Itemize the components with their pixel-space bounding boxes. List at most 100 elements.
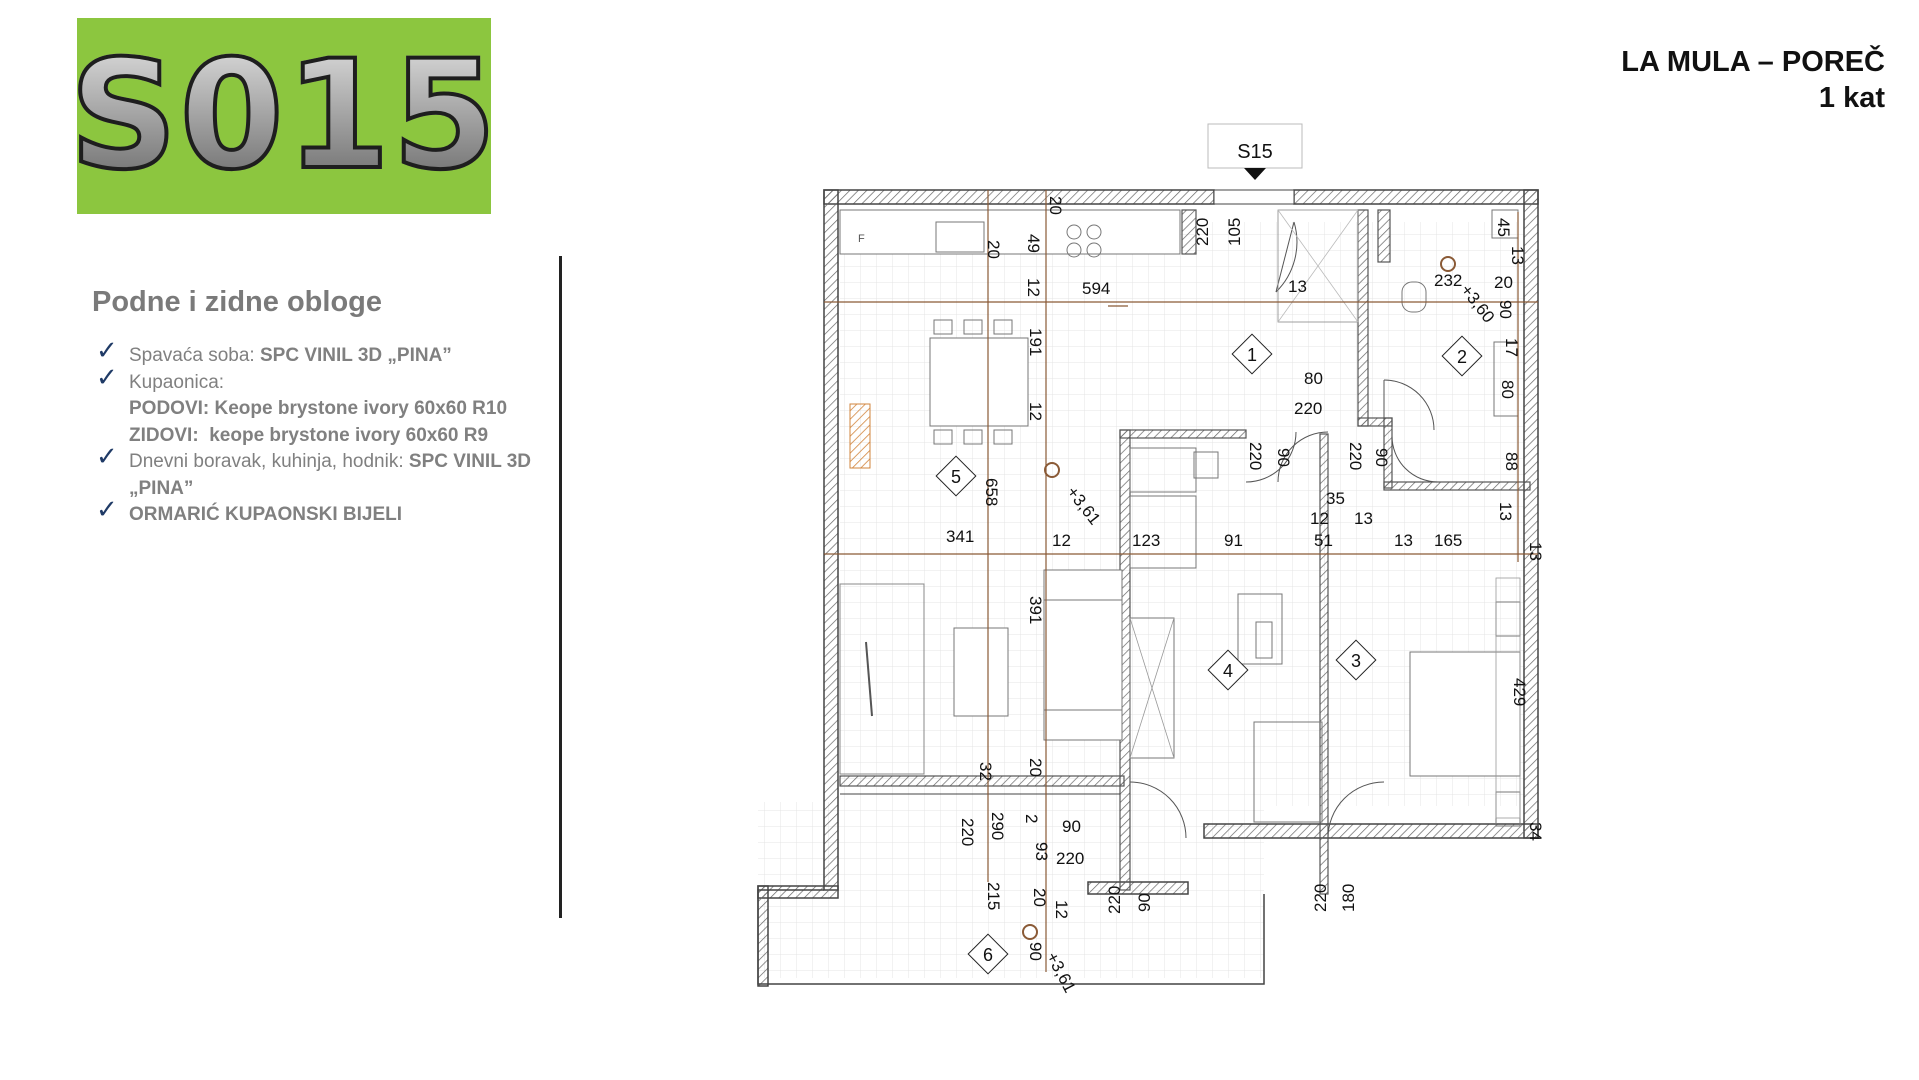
room-number-5: 5 [951, 467, 961, 487]
unit-tag: S15 [1207, 123, 1303, 180]
dim: 45 [1494, 218, 1513, 237]
kitchen-counter [839, 209, 1181, 255]
dim: 12 [1052, 900, 1071, 919]
dim: 17 [1502, 338, 1521, 357]
dim: 220 [1311, 884, 1330, 912]
checkmark-icon: ✓ [96, 361, 118, 392]
dim: 20 [1030, 888, 1049, 907]
dim: 90 [1274, 448, 1293, 467]
finish-sub-label: ZIDOVI: [129, 424, 199, 446]
finish-item-bedroom: ✓ Spavaća soba: SPC VINIL 3D „PINA” [96, 337, 566, 370]
dim: 32 [976, 762, 995, 781]
checkmark-icon: ✓ [96, 441, 118, 471]
location-title: LA MULA – POREČ [1621, 46, 1885, 78]
floor-label: 1 kat [1818, 82, 1885, 114]
finish-item-living: ✓ Dnevni boravak, kuhinja, hodnik: SPC V… [96, 443, 566, 502]
unit-badge-text: S015 [67, 29, 499, 203]
dim: 290 [988, 812, 1007, 840]
dim: 13 [1496, 502, 1515, 521]
finish-sub-value: : Keope brystone ivory 60x60 R10 [202, 398, 508, 419]
dimension-lines [824, 190, 1538, 972]
sofa [1043, 569, 1123, 741]
dim: 180 [1339, 884, 1358, 912]
dim: 232 [1434, 271, 1462, 290]
dim: 13 [1508, 246, 1527, 265]
dim: 429 [1510, 678, 1529, 706]
dim: 220 [1294, 399, 1322, 418]
dim: 2 [1022, 814, 1041, 823]
dim: 165 [1434, 531, 1462, 550]
exterior-walls [757, 189, 1539, 987]
svg-text:F: F [858, 233, 865, 245]
bed [1409, 651, 1521, 777]
dim: 90 [1026, 942, 1045, 961]
dim: 105 [1225, 218, 1244, 246]
dim: 12 [1026, 402, 1045, 421]
finish-item-cabinet: ✓ ORMARIĆ KUPAONSKI BIJELI [96, 496, 566, 529]
dim: 13 [1394, 531, 1413, 550]
dim: 20 [1026, 758, 1045, 777]
interior-walls [839, 209, 1531, 895]
dim: 215 [984, 882, 1003, 910]
dim: 51 [1314, 531, 1333, 550]
dim: 90 [1062, 817, 1081, 836]
room-number-4: 4 [1223, 661, 1233, 681]
finishes-list: ✓ Spavaća soba: SPC VINIL 3D „PINA” ✓ Ku… [96, 337, 566, 529]
dim: 34 [1526, 822, 1545, 841]
checkmark-icon: ✓ [96, 494, 118, 524]
room-number-2: 2 [1457, 347, 1467, 367]
dim: 220 [1105, 886, 1124, 914]
location-header: LA MULA – POREČ 1 kat [1621, 44, 1885, 116]
finishes-title: Podne i zidne obloge [92, 286, 382, 318]
dim: 220 [1346, 442, 1365, 470]
unit-badge: S015 [67, 18, 499, 214]
dim: 220 [1193, 218, 1212, 246]
dim: 391 [1026, 596, 1045, 624]
dining-table [929, 337, 1029, 427]
dim: 13 [1288, 277, 1307, 296]
finish-value: SPC VINIL 3D „PINA” [259, 345, 452, 366]
dim: 93 [1032, 842, 1051, 861]
finish-sub-value: keope brystone ivory 60x60 R9 [209, 424, 489, 446]
dim: 90 [1372, 448, 1391, 467]
finish-value: ORMARIĆ KUPAONSKI BIJELI [129, 504, 403, 525]
finish-value: SPC VINIL 3D „PINA” [129, 451, 532, 499]
dim: 341 [946, 527, 974, 546]
dim: 80 [1498, 380, 1517, 399]
room-number-6: 6 [983, 945, 993, 965]
dim: 658 [982, 478, 1001, 506]
dim: 220 [1246, 442, 1265, 470]
unit-tag-label: S15 [1237, 141, 1273, 163]
dim: 88 [1502, 452, 1521, 471]
room-number-3: 3 [1351, 651, 1361, 671]
dim: 220 [1056, 849, 1084, 868]
dim: 91 [1224, 531, 1243, 550]
dim: 12 [1310, 509, 1329, 528]
dim: 12 [1024, 278, 1043, 297]
dim: 80 [1304, 369, 1323, 388]
dim: 90 [1135, 893, 1154, 912]
finish-label: Spavaća soba: [129, 345, 260, 366]
dim: 13 [1354, 509, 1373, 528]
vertical-divider [559, 256, 562, 918]
floor-plan-drawing: F [757, 123, 1545, 996]
checkmark-icon: ✓ [96, 335, 118, 365]
dim: 13 [1526, 542, 1545, 561]
dim: 191 [1026, 328, 1045, 356]
finish-label: Kupaonica: [129, 371, 225, 393]
dim: 123 [1132, 531, 1160, 550]
dim: 49 [1024, 234, 1043, 253]
dim: 20 [984, 240, 1003, 259]
dim: 20 [1046, 196, 1065, 215]
dim: 220 [958, 818, 977, 846]
dim: 90 [1496, 300, 1515, 319]
floor-plan: F [748, 122, 1596, 1006]
finish-item-bathroom: ✓ Kupaonica: PODOVI: Keope brystone ivor… [96, 363, 566, 450]
dim: 35 [1326, 489, 1345, 508]
dim: 20 [1494, 273, 1513, 292]
room-number-1: 1 [1247, 345, 1257, 365]
dim: 12 [1052, 531, 1071, 550]
dim: 594 [1082, 279, 1110, 298]
finish-label: Dnevni boravak, kuhinja, hodnik: [129, 451, 409, 472]
finish-sub-label: PODOVI [129, 398, 203, 419]
